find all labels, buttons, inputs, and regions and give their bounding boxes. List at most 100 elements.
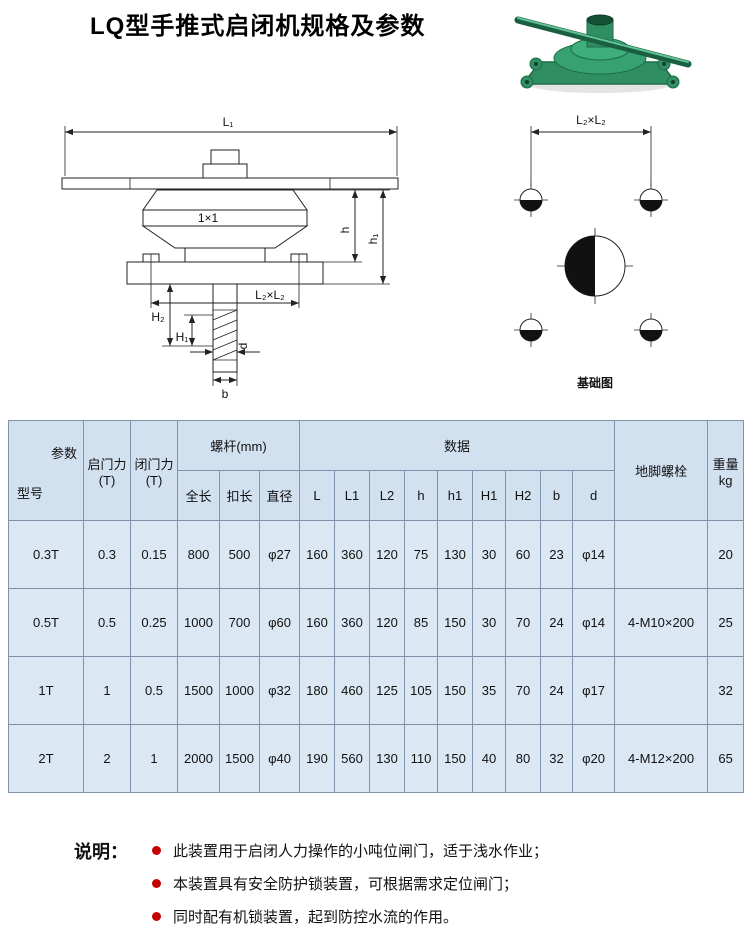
td-h1: 150 [437, 656, 474, 725]
header-row-groups: 参数 型号 启门力(T) 闭门力(T) 螺杆(mm) 数据 地脚螺栓 重量 kg [8, 420, 745, 521]
note-text: 同时配有机锁装置，起到防控水流的作用。 [173, 909, 459, 926]
anchor-bolt-holes [514, 183, 668, 347]
dim-L1: L₁ [64, 115, 398, 176]
col-group-screw: 螺杆(mm) [176, 420, 301, 471]
td-dia: φ32 [258, 656, 301, 725]
label-h: h [338, 227, 352, 234]
td-b: 23 [540, 520, 574, 589]
foundation-diagram: L₂×L₂ 基础图 [514, 113, 668, 390]
td-weight: 20 [707, 520, 745, 589]
label-L2xL2: L₂×L₂ [255, 288, 285, 302]
td-model: 0.5T [8, 588, 84, 657]
td-L2: 120 [369, 588, 406, 657]
col-h: h [404, 470, 439, 521]
table-row: 0.3T 0.3 0.15 800 500 φ27 160 360 120 75… [8, 520, 745, 589]
hoist-product-image [514, 14, 692, 93]
td-L: 190 [299, 724, 336, 793]
td-anchor [614, 520, 709, 589]
note-item: 本装置具有安全防护锁装置，可根据需求定位闸门； [152, 873, 518, 894]
td-L: 160 [299, 520, 336, 589]
td-dia: φ40 [258, 724, 301, 793]
bullet-icon [152, 879, 161, 888]
td-L: 180 [299, 656, 336, 725]
note-item: 同时配有机锁装置，起到防控水流的作用。 [152, 906, 458, 927]
td-thread: 500 [219, 520, 260, 589]
label-H1: H₁ [176, 330, 189, 344]
center-hole [557, 228, 633, 304]
td-thread: 1500 [219, 724, 260, 793]
td-d: φ14 [572, 520, 616, 589]
dim-h-h1: h h₁ [293, 189, 390, 285]
td-full: 1500 [177, 656, 220, 725]
col-screw-dia: 直径 [258, 470, 301, 521]
label-body: 1×1 [198, 211, 219, 225]
col-screw-full: 全长 [177, 470, 220, 521]
label-foundation-L2xL2: L₂×L₂ [576, 113, 606, 127]
td-weight: 25 [707, 588, 745, 657]
notes-label: 说明： [74, 842, 128, 862]
td-d: φ20 [572, 724, 616, 793]
main-drawing: L₁ 1×1 [61, 115, 399, 401]
col-close-force: 闭门力(T) [130, 420, 178, 521]
td-dia: φ27 [258, 520, 301, 589]
td-full: 2000 [177, 724, 220, 793]
col-model-param: 参数 型号 [8, 420, 84, 521]
td-H1: 30 [472, 588, 507, 657]
spec-table: 参数 型号 启门力(T) 闭门力(T) 螺杆(mm) 数据 地脚螺栓 重量 kg… [8, 420, 745, 793]
td-weight: 32 [707, 656, 745, 725]
td-close: 0.5 [130, 656, 178, 725]
td-full: 1000 [177, 588, 220, 657]
weight-unit: kg [718, 472, 733, 488]
col-d: d [572, 470, 616, 521]
td-h: 110 [404, 724, 439, 793]
label-h1: h₁ [366, 234, 380, 245]
td-model: 2T [8, 724, 84, 793]
td-H2: 70 [505, 656, 542, 725]
td-L1: 360 [334, 588, 371, 657]
table-row: 2T 2 1 2000 1500 φ40 190 560 130 110 150… [8, 724, 745, 793]
td-thread: 1000 [219, 656, 260, 725]
td-model: 1T [8, 656, 84, 725]
td-full: 800 [177, 520, 220, 589]
td-thread: 700 [219, 588, 260, 657]
td-open: 2 [83, 724, 131, 793]
td-b: 24 [540, 588, 574, 657]
col-anchor-bolt: 地脚螺栓 [614, 420, 709, 521]
td-dia: φ60 [258, 588, 301, 657]
dim-L2xL2: L₂×L₂ [151, 288, 299, 307]
table-row: 0.5T 0.5 0.25 1000 700 φ60 160 360 120 8… [8, 588, 745, 657]
bullet-icon [152, 846, 161, 855]
td-weight: 65 [707, 724, 745, 793]
page-title: LQ型手推式启闭机规格及参数 [90, 13, 426, 40]
td-close: 1 [130, 724, 178, 793]
diag-model-label: 型号 [17, 486, 44, 501]
bullet-icon [152, 912, 161, 921]
col-screw-thread: 扣长 [219, 470, 260, 521]
td-H1: 30 [472, 520, 507, 589]
td-model: 0.3T [8, 520, 84, 589]
foundation-caption: 基础图 [576, 375, 613, 390]
dim-b: b [212, 372, 238, 401]
td-h: 85 [404, 588, 439, 657]
label-b: b [222, 387, 229, 401]
hoist-body: 1×1 [61, 149, 399, 373]
td-L1: 560 [334, 724, 371, 793]
td-h1: 130 [437, 520, 474, 589]
dim-foundation-L2xL2: L₂×L₂ [530, 113, 652, 186]
col-H2: H2 [505, 470, 542, 521]
product-photo [514, 14, 692, 93]
td-h: 75 [404, 520, 439, 589]
td-L2: 125 [369, 656, 406, 725]
table-row: 1T 1 0.5 1500 1000 φ32 180 460 125 105 1… [8, 656, 745, 725]
col-L2: L2 [369, 470, 406, 521]
label-d: d [236, 343, 250, 350]
dim-d: d [190, 343, 260, 356]
col-b: b [540, 470, 574, 521]
header-row-subcolumns: 全长 扣长 直径 L L1 L2 h h1 H1 H2 b d [9, 470, 744, 521]
note-text: 本装置具有安全防护锁装置，可根据需求定位闸门； [173, 876, 519, 893]
diag-param-label: 参数 [50, 446, 77, 461]
td-H2: 60 [505, 520, 542, 589]
td-L2: 120 [369, 520, 406, 589]
td-anchor [614, 656, 709, 725]
